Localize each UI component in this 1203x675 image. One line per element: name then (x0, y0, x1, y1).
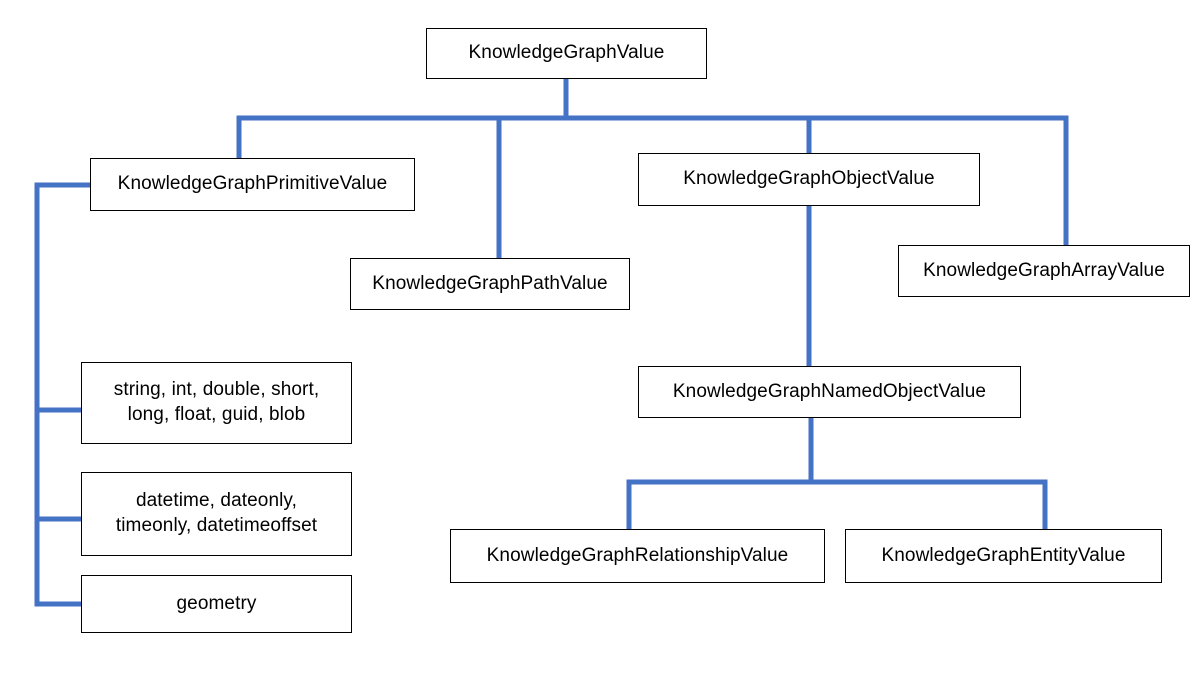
node-label-primitive: KnowledgeGraphPrimitiveValue (117, 173, 388, 195)
node-array[interactable]: KnowledgeGraphArrayValue (898, 245, 1190, 297)
node-relationship[interactable]: KnowledgeGraphRelationshipValue (450, 529, 825, 583)
connector-bus-horizontal (239, 115, 1069, 245)
node-root[interactable]: KnowledgeGraphValue (426, 28, 707, 79)
node-label-temporal-types: datetime, dateonly, timeonly, datetimeof… (115, 490, 318, 536)
node-object[interactable]: KnowledgeGraphObjectValue (638, 153, 980, 206)
connector-named-object-bus-right (629, 479, 1048, 529)
node-label-geometry-type: geometry (176, 592, 257, 614)
node-label-named-object: KnowledgeGraphNamedObjectValue (672, 380, 987, 402)
node-entity[interactable]: KnowledgeGraphEntityValue (845, 529, 1162, 583)
node-named-object[interactable]: KnowledgeGraphNamedObjectValue (638, 366, 1021, 418)
connector-named-object-bus (626, 418, 814, 529)
node-label-root: KnowledgeGraphValue (468, 42, 665, 64)
node-geometry-type[interactable]: geometry (81, 575, 352, 633)
connector-group (34, 79, 1069, 607)
node-label-array: KnowledgeGraphArrayValue (923, 259, 1165, 281)
node-label-path: KnowledgeGraphPathValue (372, 272, 608, 294)
node-label-numeric-types: string, int, double, short, long, float,… (113, 379, 320, 425)
node-label-entity: KnowledgeGraphEntityValue (881, 544, 1126, 566)
node-label-object: KnowledgeGraphObjectValue (683, 168, 935, 190)
node-temporal-types[interactable]: datetime, dateonly, timeonly, datetimeof… (81, 472, 352, 556)
node-path[interactable]: KnowledgeGraphPathValue (350, 258, 630, 310)
node-label-relationship: KnowledgeGraphRelationshipValue (486, 544, 789, 566)
node-primitive[interactable]: KnowledgeGraphPrimitiveValue (90, 158, 415, 211)
node-numeric-types[interactable]: string, int, double, short, long, float,… (81, 362, 352, 444)
connector-primitive-left-spine (34, 182, 90, 607)
